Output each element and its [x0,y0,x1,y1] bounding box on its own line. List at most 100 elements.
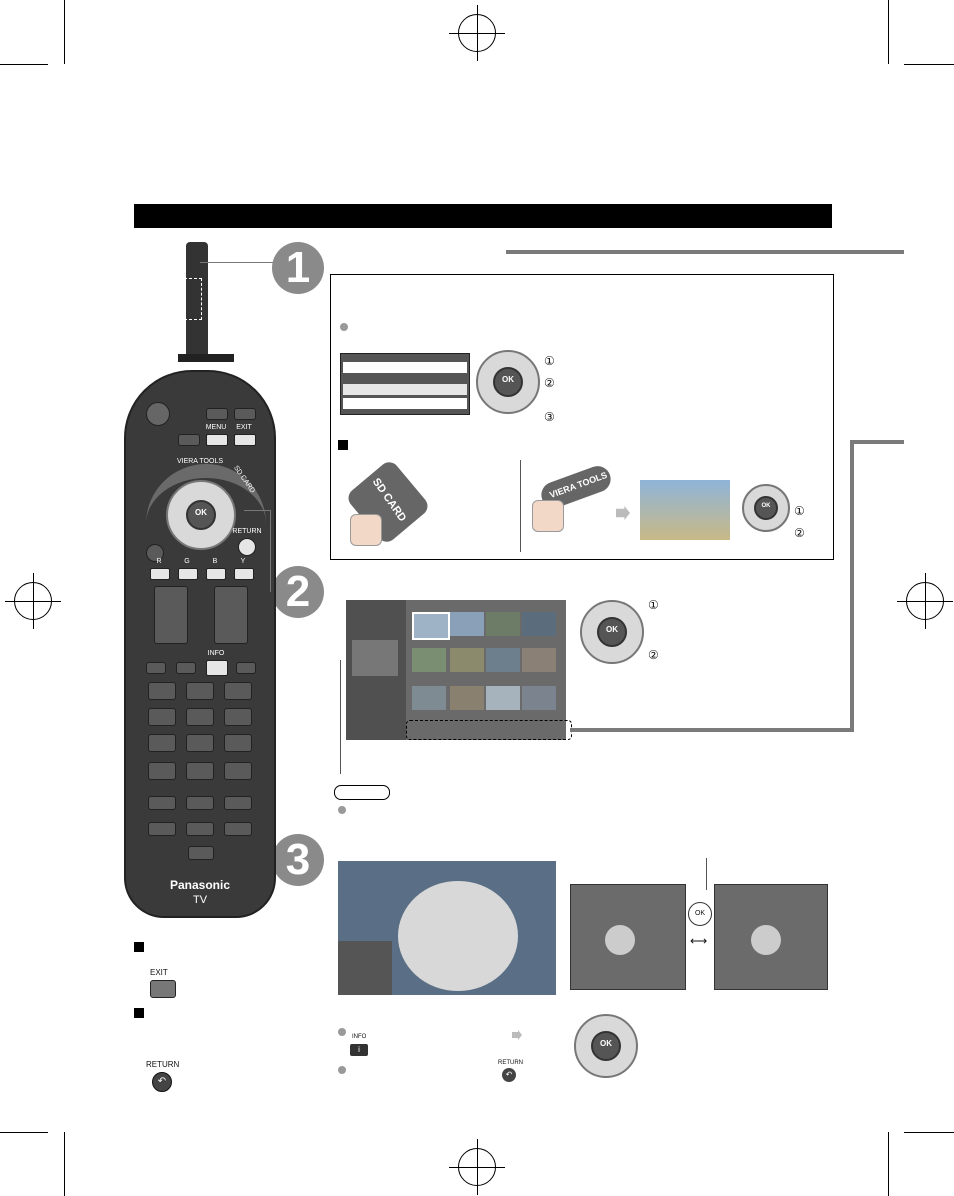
step-3-circle: 3 [272,834,324,886]
exit-button[interactable] [150,980,176,998]
crop-mark [64,1132,65,1196]
remote-button[interactable] [148,796,176,810]
info-button[interactable] [206,660,228,676]
remote-button[interactable] [224,796,252,810]
remote-button[interactable] [206,408,228,420]
ok-button[interactable]: OK [597,617,627,647]
callout-line [200,262,278,263]
remote-ok-button[interactable]: OK [186,500,216,530]
marker-3: ③ [544,410,555,424]
color-label-r: R [156,558,162,565]
connector-line [850,440,904,444]
color-label-g: G [184,558,190,565]
ok-button[interactable]: OK [591,1031,621,1061]
number-button[interactable] [224,682,252,700]
number-button[interactable] [186,734,214,752]
bullet-dot [340,323,348,331]
thumbnail[interactable] [450,612,484,636]
hand-icon [532,500,564,532]
thumbnail[interactable] [522,686,556,710]
remote-button[interactable] [178,434,200,446]
number-button[interactable] [186,708,214,726]
number-button[interactable] [148,682,176,700]
power-button[interactable] [146,402,170,426]
channel-rocker[interactable] [214,586,248,644]
crop-mark [0,1132,48,1133]
callout-line [244,510,270,511]
callout-line [270,510,271,592]
dpad-step2[interactable]: OK [580,600,644,664]
color-label-b: B [212,558,218,565]
number-button[interactable] [148,762,176,780]
thumbnail[interactable] [486,686,520,710]
number-button[interactable] [224,708,252,726]
remote-button[interactable] [188,846,214,860]
number-button[interactable] [148,708,176,726]
step-1-rule [506,250,904,254]
remote-button[interactable] [148,822,176,836]
number-button[interactable] [224,734,252,752]
callout-line [706,858,707,890]
number-button[interactable] [186,762,214,780]
ok-button[interactable]: OK [754,496,778,520]
remote-button[interactable] [236,662,256,674]
ok-button[interactable]: OK [493,367,523,397]
dpad-viera[interactable]: OK [742,484,790,532]
registration-mark [449,5,505,61]
tv-side-icon [186,242,208,358]
color-key-highlight [406,720,572,740]
single-view-panel [570,884,686,990]
bullet-square [338,440,348,450]
arrow-right-icon [512,1030,522,1040]
crop-mark [0,64,48,65]
tv-stand-icon [178,354,234,362]
return-icon[interactable]: ↶ [152,1072,172,1092]
thumbnail[interactable] [412,648,446,672]
menu-button[interactable] [206,434,228,446]
marker-1: ① [544,354,555,368]
crop-mark [904,1132,954,1133]
return-icon[interactable]: ↶ [502,1068,516,1082]
yellow-button[interactable] [234,568,254,580]
thumbnail[interactable] [486,612,520,636]
slideshow-panel [714,884,828,990]
connector-line [570,728,854,732]
bullet-dot [338,1066,346,1074]
return-button[interactable] [238,538,256,556]
remote-button[interactable] [176,662,196,674]
number-button[interactable] [148,734,176,752]
marker-1: ① [648,598,659,612]
remote-button[interactable] [146,662,166,674]
remote-button[interactable] [186,822,214,836]
dpad-step1[interactable]: OK [476,350,540,414]
crop-mark [888,1132,889,1196]
remote-button[interactable] [234,408,256,420]
crop-mark [904,64,954,65]
remote-button[interactable] [224,822,252,836]
volume-rocker[interactable] [154,586,188,644]
thumbnail[interactable] [450,648,484,672]
number-button[interactable] [224,762,252,780]
thumbnail[interactable] [412,686,446,710]
remote-dpad[interactable]: OK [166,480,236,550]
registration-mark [449,1139,505,1195]
remote-button[interactable] [146,544,164,562]
menu-label: MENU [205,424,227,431]
number-button[interactable] [186,682,214,700]
green-button[interactable] [178,568,198,580]
thumbnail[interactable] [412,612,450,640]
thumbnail[interactable] [522,612,556,636]
ok-button[interactable]: OK [688,902,712,926]
bullet-dot [338,1028,346,1036]
dpad-step3[interactable]: OK [574,1014,638,1078]
blue-button[interactable] [206,568,226,580]
remote-button[interactable] [186,796,214,810]
info-button[interactable]: i [350,1044,368,1056]
return-label: RETURN [232,528,262,535]
color-label-y: Y [240,558,246,565]
thumbnail[interactable] [486,648,520,672]
thumbnail[interactable] [522,648,556,672]
thumbnail[interactable] [450,686,484,710]
red-button[interactable] [150,568,170,580]
exit-button[interactable] [234,434,256,446]
